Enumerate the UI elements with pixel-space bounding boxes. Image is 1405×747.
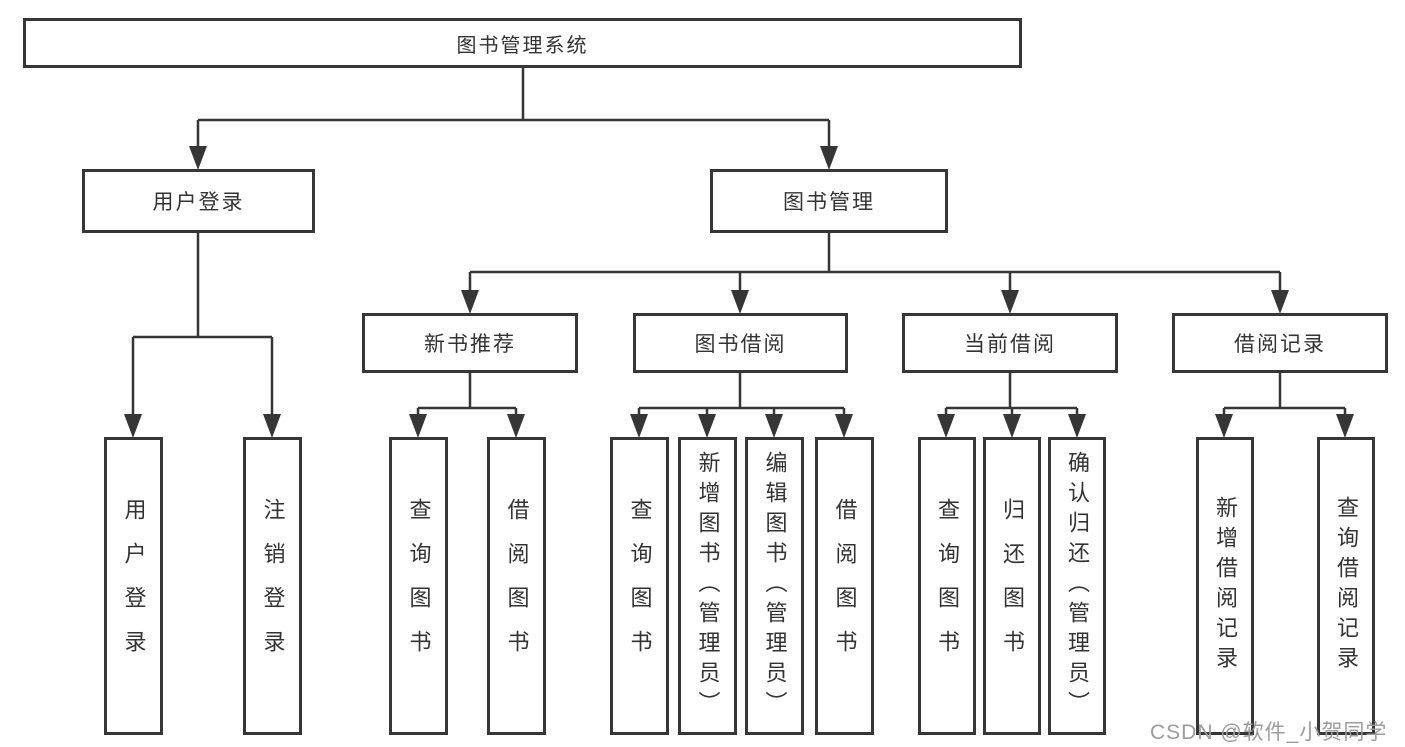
- leaf-confirm-return-admin-label: 确认归还（管理员）: [1065, 451, 1090, 721]
- leaf-user-login: 用户登录: [104, 437, 163, 735]
- node-user-login-branch-label: 用户登录: [152, 191, 245, 214]
- node-book-borrow: 图书借阅: [633, 313, 848, 373]
- leaf-logout-label: 注销登录: [260, 498, 286, 674]
- leaf-query-books-3: 查询图书: [918, 437, 976, 735]
- leaf-borrow-books-1-label: 借阅图书: [504, 498, 530, 674]
- node-book-management-branch: 图书管理: [710, 169, 948, 233]
- node-borrow-records-label: 借阅记录: [1234, 333, 1326, 356]
- leaf-user-login-label: 用户登录: [121, 498, 147, 674]
- leaf-borrow-books-2: 借阅图书: [815, 437, 874, 735]
- leaf-borrow-books-2-label: 借阅图书: [832, 498, 858, 674]
- leaf-add-books-admin-label: 新增图书（管理员）: [695, 451, 721, 721]
- node-book-management-branch-label: 图书管理: [783, 191, 875, 214]
- leaf-query-books-1-label: 查询图书: [406, 498, 432, 674]
- csdn-watermark: CSDN @软件_小贺同学: [1150, 721, 1388, 744]
- leaf-confirm-return-admin: 确认归还（管理员）: [1048, 437, 1106, 735]
- leaf-query-borrow-record: 查询借阅记录: [1317, 437, 1375, 735]
- leaf-add-borrow-record-label: 新增借阅记录: [1213, 496, 1238, 676]
- leaf-query-books-1: 查询图书: [389, 437, 448, 735]
- leaf-logout: 注销登录: [243, 437, 302, 735]
- leaf-query-books-3-label: 查询图书: [935, 498, 960, 674]
- leaf-borrow-books-1: 借阅图书: [487, 437, 546, 735]
- node-new-book-recommend: 新书推荐: [362, 313, 578, 373]
- node-current-borrow: 当前借阅: [902, 313, 1118, 373]
- leaf-query-books-2: 查询图书: [610, 437, 669, 735]
- connector-paths: [131, 68, 1347, 416]
- node-new-book-recommend-label: 新书推荐: [424, 333, 516, 356]
- node-user-login-branch: 用户登录: [82, 169, 315, 233]
- leaf-return-books-label: 归还图书: [1000, 498, 1025, 674]
- node-root-label: 图书管理系统: [456, 34, 589, 57]
- leaf-return-books: 归还图书: [983, 437, 1041, 735]
- node-borrow-records: 借阅记录: [1172, 313, 1388, 373]
- node-root-system: 图书管理系统: [23, 18, 1022, 68]
- arrowheads: [124, 146, 1354, 438]
- leaf-add-borrow-record: 新增借阅记录: [1196, 437, 1254, 735]
- leaf-query-borrow-record-label: 查询借阅记录: [1334, 496, 1359, 676]
- leaf-edit-books-admin-label: 编辑图书（管理员）: [762, 451, 788, 721]
- node-current-borrow-label: 当前借阅: [964, 333, 1056, 356]
- node-book-borrow-label: 图书借阅: [694, 333, 787, 356]
- leaf-edit-books-admin: 编辑图书（管理员）: [745, 437, 804, 735]
- leaf-add-books-admin: 新增图书（管理员）: [678, 437, 737, 735]
- leaf-query-books-2-label: 查询图书: [627, 498, 653, 674]
